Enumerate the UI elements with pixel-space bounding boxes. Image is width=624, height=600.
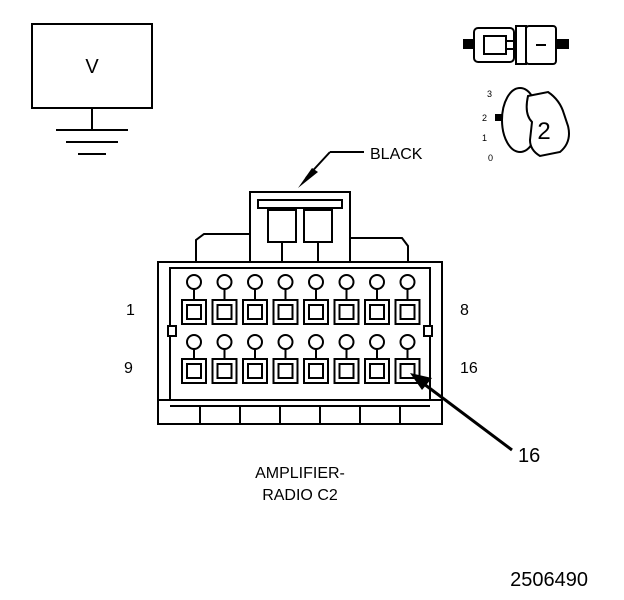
- connector-name-line1: AMPLIFIER-: [255, 465, 345, 482]
- pin-cavity-13: [303, 334, 329, 384]
- knob-position-1: 1: [482, 133, 487, 143]
- pin-cavity-7: [364, 274, 390, 325]
- selector-knob-icon: [495, 87, 570, 158]
- wire-color-label: BLACK: [370, 146, 423, 163]
- knob-position-2: 2: [482, 113, 487, 123]
- pin-cavity-3: [242, 274, 268, 325]
- voltmeter: [31, 23, 153, 155]
- pin-cavity-9: [181, 334, 207, 384]
- pin-label-bottom-left: 9: [124, 360, 133, 377]
- pin-cavity-4: [272, 274, 299, 325]
- pin-cavity-11: [242, 334, 268, 384]
- pin-label-top-left: 1: [126, 302, 135, 319]
- voltmeter-symbol: V: [85, 56, 99, 78]
- knob-position-3: 3: [487, 89, 492, 99]
- knob-selected-value: 2: [537, 118, 550, 145]
- pin-label-bottom-right: 16: [460, 360, 478, 377]
- pin-cavity-14: [333, 334, 360, 384]
- pin-cavity-12: [272, 334, 299, 384]
- pin-cavity-2: [211, 274, 238, 325]
- pin-cavities: [181, 274, 421, 384]
- pin-cavity-15: [364, 334, 390, 384]
- pin-cavity-5: [303, 274, 329, 325]
- pin-callout-label: 16: [518, 445, 540, 467]
- pin-cavity-6: [333, 274, 360, 325]
- pin-label-top-right: 8: [460, 302, 469, 319]
- pin-cavity-16: [394, 334, 421, 384]
- figure-id: 2506490: [510, 569, 588, 591]
- pin-cavity-1: [181, 274, 207, 325]
- connector-name-line2: RADIO C2: [262, 487, 338, 504]
- pin-cavity-10: [211, 334, 238, 384]
- probe-icon: [463, 25, 569, 65]
- knob-position-0: 0: [488, 153, 493, 163]
- wire-color-callout: [298, 151, 364, 188]
- pin-callout-arrow: [410, 373, 513, 452]
- pin-cavity-8: [394, 274, 421, 325]
